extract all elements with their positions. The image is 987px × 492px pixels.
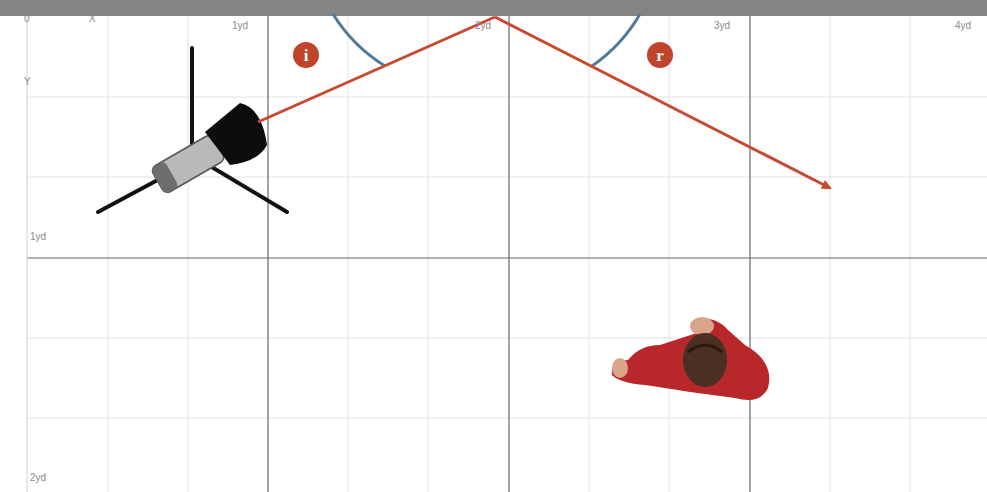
origin-label: 0 — [24, 14, 30, 24]
person — [612, 317, 770, 400]
axis-label: X — [89, 14, 96, 24]
left-edge — [27, 16, 28, 492]
scale-label: 3yd — [714, 21, 730, 31]
angle-arcs — [333, 14, 640, 66]
reflected-ray — [495, 17, 830, 188]
angle-letter: r — [656, 47, 664, 64]
angle-letter: i — [304, 47, 309, 64]
scale-label: 2yd — [30, 473, 46, 483]
wall-bar — [0, 0, 987, 16]
scale-label: 4yd — [955, 21, 971, 31]
angle-badge: r — [647, 42, 673, 68]
angle-badge: i — [293, 42, 319, 68]
incident-ray — [258, 17, 495, 122]
axis-label: Y — [24, 77, 31, 87]
major-grid — [27, 16, 987, 492]
light-stand — [98, 48, 287, 212]
minor-grid — [27, 16, 987, 492]
scale-label: 1yd — [30, 232, 46, 242]
scale-label: 1yd — [232, 21, 248, 31]
scale-label: 2yd — [475, 21, 491, 31]
